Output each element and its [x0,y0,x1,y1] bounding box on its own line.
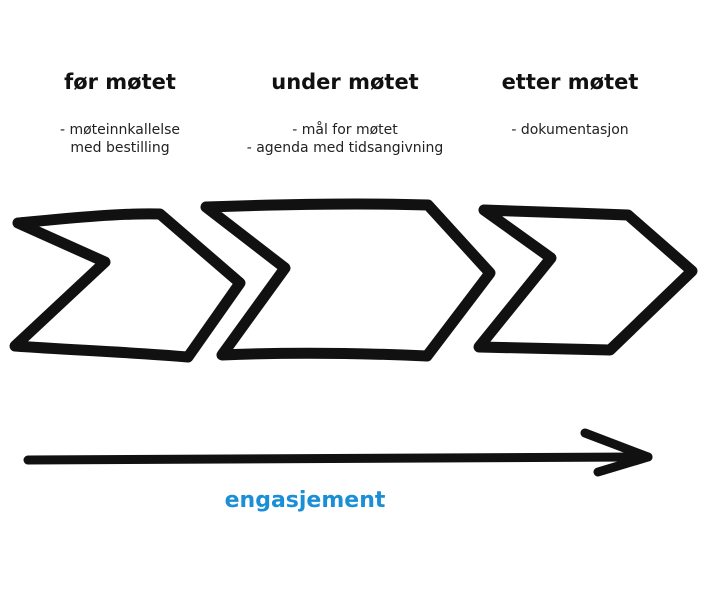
phase-title-during: under møtet [271,70,419,94]
chevron-after [473,204,698,356]
phase-notes-before: - møteinnkallelse med bestilling [40,121,200,157]
phase-note: - møteinnkallelse [59,122,181,138]
phase-note: med bestilling [70,140,170,156]
engagement-label: engasjement [224,488,386,513]
chevron-during [200,198,496,362]
engagement-arrow-shaft [23,452,653,465]
phase-note: - mål for møtet [292,122,398,138]
phase-title-after: etter møtet [501,70,639,94]
phase-notes-after: - dokumentasjon [495,121,645,139]
phase-note: - agenda med tidsangivning [246,140,444,156]
phase-title-before: før møtet [64,70,176,94]
chevron-before [9,208,246,363]
phase-note: - dokumentasjon [511,122,629,138]
phase-notes-during: - mål for møtet - agenda med tidsangivni… [225,121,465,157]
engagement-arrow-head [580,428,653,477]
